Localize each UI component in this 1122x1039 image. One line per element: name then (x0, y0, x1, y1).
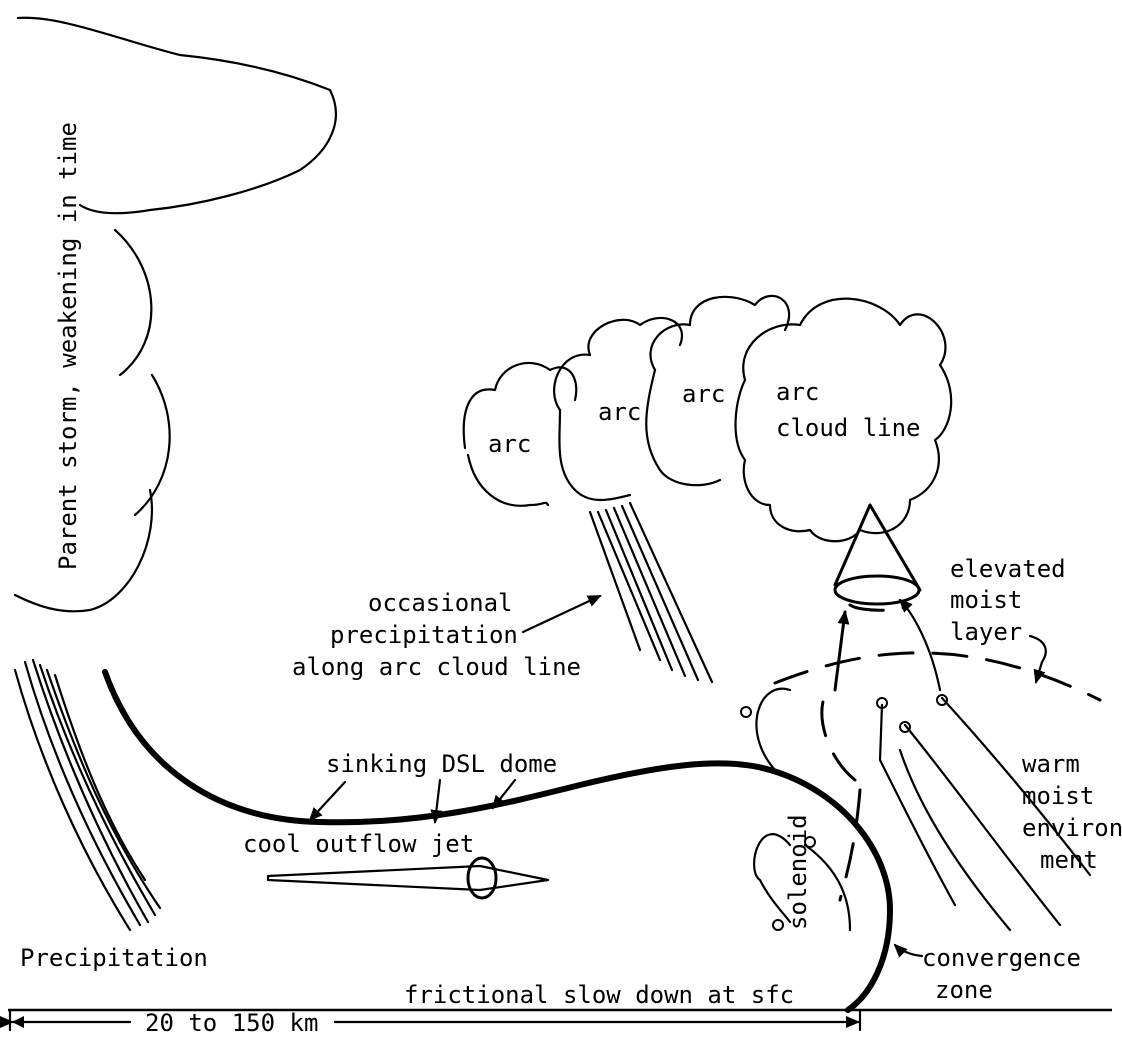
occasional-label-1: occasional (368, 589, 513, 617)
precipitation-label: Precipitation (20, 944, 208, 972)
scale-bar (0, 1008, 862, 1032)
elevated-label-3: layer (950, 618, 1022, 646)
occasional-pointer-arrow (521, 594, 602, 634)
arc-cloud-4 (734, 297, 953, 543)
arc-label-4: arc (776, 378, 819, 406)
elevated-label-2: moist (950, 586, 1022, 614)
arc-cloud-2 (553, 316, 683, 502)
precipitation-streaks (13, 658, 162, 932)
dome-pointer-2 (430, 778, 443, 824)
dome-pointer-3 (491, 778, 517, 810)
frictional-label: frictional slow down at sfc (404, 981, 794, 1009)
elevated-label-1: elevated (950, 555, 1066, 583)
arc-cloud-3 (645, 294, 791, 487)
cool-jet-label: cool outflow jet (243, 830, 474, 858)
updraft-cone (833, 503, 922, 612)
convergence-label-2: zone (935, 976, 993, 1004)
warm-label-3: environ- (1022, 814, 1122, 842)
arc-label-1: arc (488, 430, 531, 458)
convergence-label-1: convergence (922, 944, 1081, 972)
solenoid-label: solenoid (784, 814, 812, 930)
arc-cloud-1 (462, 361, 578, 507)
parent-storm-label: Parent storm, weakening in time (54, 122, 82, 570)
elevated-pointer (1028, 634, 1047, 684)
sinking-dome-label: sinking DSL dome (326, 750, 557, 778)
arc-label-2: arc (598, 398, 641, 426)
elevated-moist-layer-line (773, 651, 1102, 702)
sinking-dsl-dome (102, 669, 893, 1013)
parent-storm-cloud (13, 16, 337, 613)
warm-label-2: moist (1022, 782, 1094, 810)
warm-label-4: ment (1040, 846, 1098, 874)
scale-label: 20 to 150 km (145, 1009, 318, 1034)
warm-label-1: warm (1022, 750, 1080, 778)
occasional-label-3: along arc cloud line (292, 653, 581, 681)
upward-flow-arrows (833, 598, 1092, 932)
occasional-precipitation-streaks (588, 501, 714, 684)
cool-outflow-jet (266, 856, 550, 900)
arc-label-3: arc (682, 380, 725, 408)
dome-pointer-1 (308, 780, 347, 822)
occasional-label-2: precipitation (330, 621, 518, 649)
convergence-pointer (893, 943, 924, 958)
solenoid-circulation (740, 687, 862, 932)
cloud-line-label: cloud line (776, 414, 921, 442)
